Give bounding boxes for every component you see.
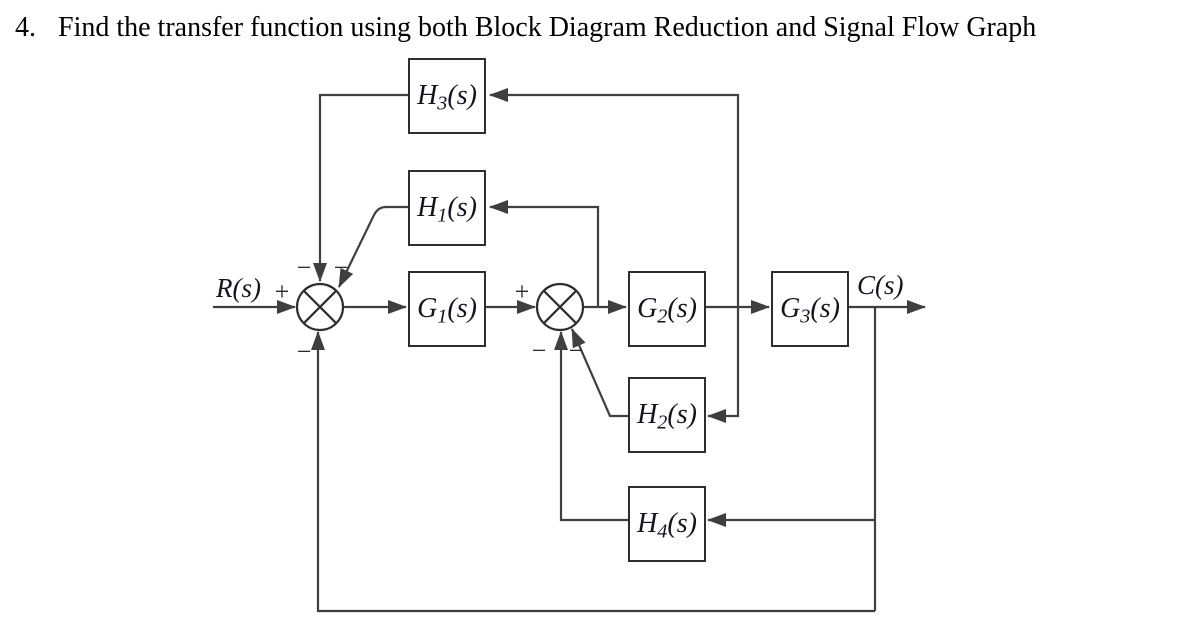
output-signal-label: C(s) [857, 270, 904, 301]
block-h1: H1(s) [408, 170, 486, 246]
output-label-base: C [857, 270, 876, 300]
problem-text: Find the transfer function using both Bl… [58, 12, 1037, 43]
wire-h2-to-sj2 [570, 328, 628, 418]
block-g1: G1(s) [408, 271, 486, 347]
block-h3-label: H3(s) [417, 80, 477, 115]
input-label-arg: (s) [232, 273, 262, 303]
wire-takeoff-to-h2 [707, 307, 740, 423]
block-g3-label: G3(s) [780, 293, 840, 328]
block-g2-label: G2(s) [637, 293, 697, 328]
sign-sj2-diag-minus: − [568, 336, 584, 365]
block-h3: H3(s) [408, 58, 486, 134]
block-g2: G2(s) [628, 271, 706, 347]
sign-sj1-top-minus: − [296, 253, 312, 282]
wire-h4-to-sj2 [554, 331, 628, 522]
sign-sj1-bottom-minus: − [296, 337, 312, 366]
block-h2: H2(s) [628, 377, 706, 453]
block-h4-label: H4(s) [637, 508, 697, 543]
sign-sj1-input-plus: + [274, 277, 290, 306]
wire-outer-loop-to-sj1 [311, 331, 875, 613]
block-g1-label: G1(s) [417, 293, 477, 328]
wire-takeoff-to-h3 [489, 88, 740, 307]
summing-junction-2-cross [542, 289, 578, 325]
wire-takeoff-to-h1 [489, 200, 600, 307]
input-signal-label: R(s) [216, 273, 261, 304]
problem-number: 4. [15, 12, 36, 43]
block-h2-label: H2(s) [637, 399, 697, 434]
block-h4: H4(s) [628, 486, 706, 562]
problem-title: 4. Find the transfer function using both… [15, 12, 1036, 44]
input-label-base: R [216, 273, 233, 303]
summing-junction-1-cross [302, 289, 338, 325]
block-g3: G3(s) [771, 271, 849, 347]
output-label-arg: (s) [875, 270, 904, 300]
sign-sj1-diag-minus: − [333, 253, 349, 282]
wire-h3-to-sj1 [313, 93, 408, 282]
wire-h1-to-sj1 [338, 205, 408, 288]
sign-sj2-input-plus: + [514, 277, 530, 306]
sign-sj2-bottom-minus: − [531, 336, 547, 365]
block-h1-label: H1(s) [417, 192, 477, 227]
